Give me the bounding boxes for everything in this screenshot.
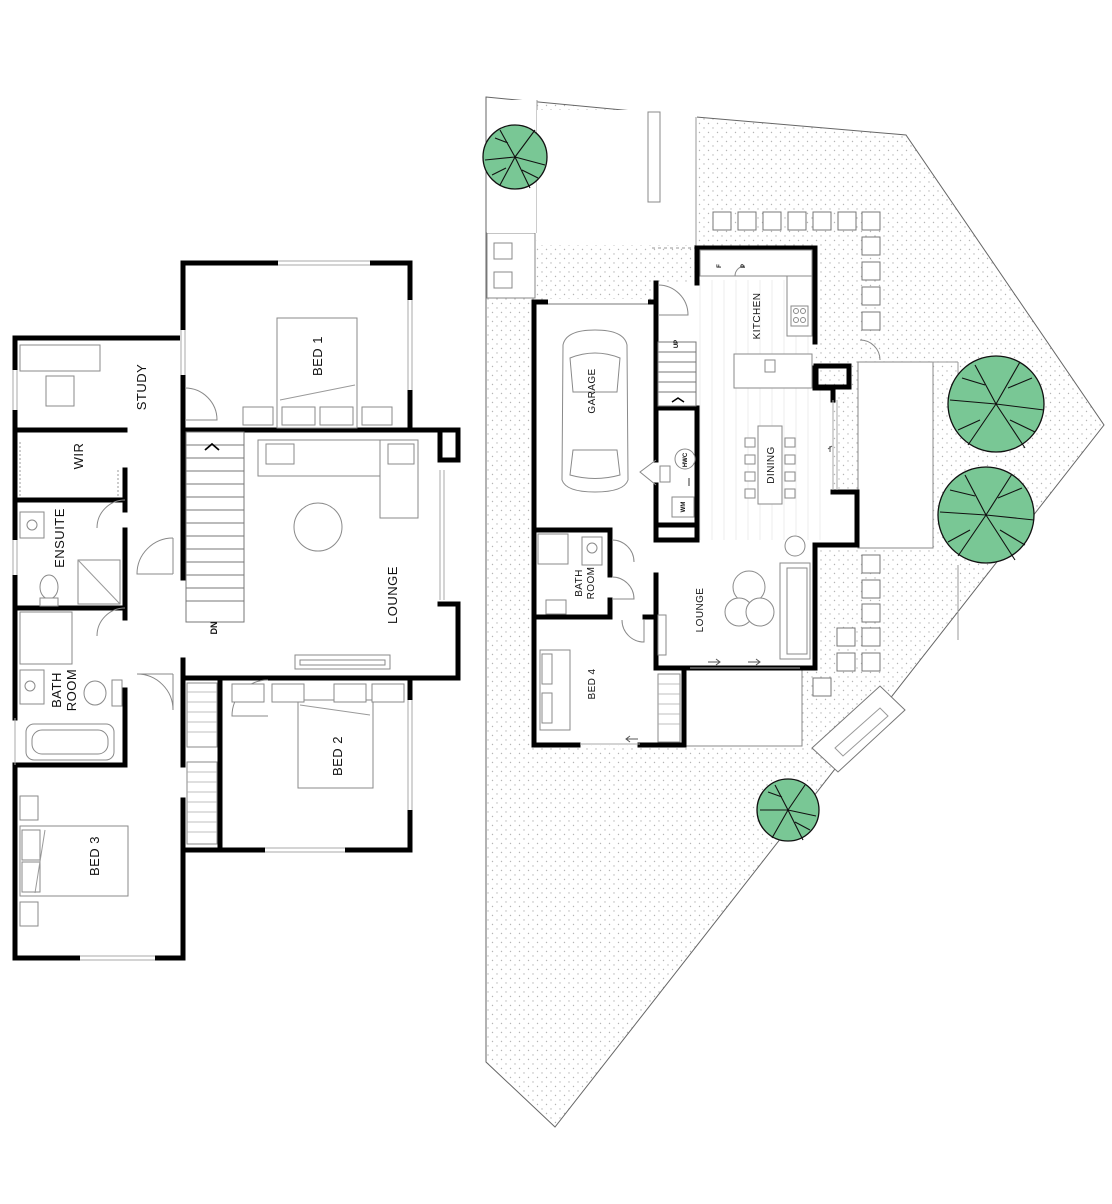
room-label-bathroom-line-2: ROOM bbox=[64, 669, 79, 711]
fixture-label-wm: WM bbox=[681, 502, 687, 513]
fixture-label-hwc: HWC bbox=[683, 452, 689, 467]
room-label-bed-3: BED 3 bbox=[87, 836, 102, 876]
fixture-label-fridge: F bbox=[717, 264, 723, 268]
room-label-bathroom-line-1: BATH bbox=[49, 672, 64, 708]
room-label-bed-1: BED 1 bbox=[310, 336, 325, 376]
stair-label-up: UP bbox=[674, 340, 680, 348]
tree-top-left-icon bbox=[482, 124, 548, 190]
room-label-ensuite: ENSUITE bbox=[52, 508, 67, 568]
tree-bottom-icon bbox=[756, 778, 820, 842]
stair-label-down: DN bbox=[209, 622, 219, 635]
paver-stones bbox=[712, 211, 906, 773]
room-label-bed-2: BED 2 bbox=[330, 736, 345, 776]
room-label-dining: DINING bbox=[766, 446, 777, 483]
room-label-study: STUDY bbox=[134, 364, 149, 411]
room-label-bathroom-ground-line-1: BATH bbox=[574, 569, 585, 597]
ground-floor-labels: GARAGE KITCHEN DINING BATH ROOM LOUNGE B… bbox=[574, 264, 777, 700]
fixture-label-pantry: P bbox=[741, 264, 747, 268]
upper-floor-plan bbox=[12, 260, 461, 961]
room-label-garage: GARAGE bbox=[587, 368, 598, 413]
tree-right-lower-icon bbox=[937, 466, 1035, 564]
room-label-lounge-upper: LOUNGE bbox=[385, 566, 400, 624]
ground-floor-plan bbox=[531, 245, 881, 748]
room-label-bathroom-ground-line-2: ROOM bbox=[586, 567, 597, 600]
room-label-bed-4: BED 4 bbox=[587, 669, 598, 700]
room-label-wir: WIR bbox=[71, 443, 86, 470]
upper-floor-labels: BED 1 STUDY WIR ENSUITE LOUNGE BATH ROOM… bbox=[49, 336, 400, 876]
room-label-lounge-ground: LOUNGE bbox=[695, 588, 706, 633]
room-label-kitchen: KITCHEN bbox=[752, 293, 763, 340]
tree-right-upper-icon bbox=[947, 355, 1045, 453]
